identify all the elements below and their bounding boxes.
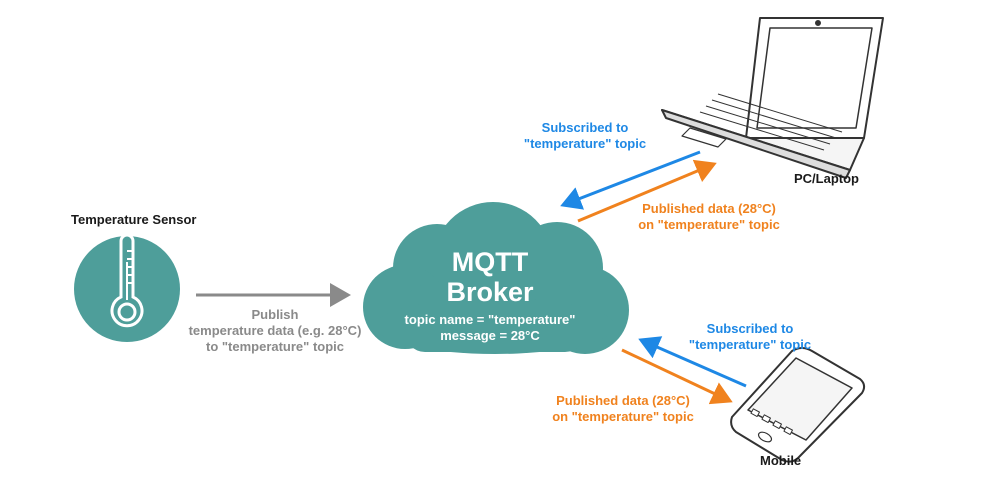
broker-info: topic name = "temperature" message = 28°… [395, 312, 585, 344]
laptop-published-line-2: on "temperature" topic [638, 217, 780, 232]
laptop-icon [661, 17, 884, 179]
broker-title: MQTT Broker [420, 247, 560, 307]
mobile-published-line-1: Published data (28°C) [556, 393, 690, 408]
thermometer-icon [74, 233, 180, 342]
arrow-broker-publish-mobile [621, 348, 733, 405]
laptop-subscribed-label: Subscribed to "temperature" topic [505, 120, 665, 152]
publish-sensor-line-2: temperature data (e.g. 28°C) [188, 323, 362, 338]
broker-info-line-1: topic name = "temperature" [404, 312, 576, 327]
laptop-published-line-1: Published data (28°C) [642, 201, 776, 216]
mobile-subscribed-line-2: "temperature" topic [688, 337, 812, 352]
mobile-published-label: Published data (28°C) on "temperature" t… [534, 393, 712, 425]
publish-sensor-line-1: Publish [251, 307, 299, 322]
arrow-broker-publish-laptop [577, 159, 717, 223]
arrow-laptop-subscribe [560, 150, 701, 210]
laptop-published-label: Published data (28°C) on "temperature" t… [620, 201, 798, 233]
laptop-subscribed-line-1: Subscribed to [541, 120, 629, 135]
mobile-subscribed-label: Subscribed to "temperature" topic [670, 321, 830, 353]
broker-info-line-2: message = 28°C [440, 328, 540, 343]
arrow-mobile-subscribe [638, 336, 747, 388]
mobile-subscribed-line-1: Subscribed to [706, 321, 794, 336]
broker-title-line-2: Broker [446, 277, 534, 307]
broker-cloud-icon [363, 202, 629, 354]
laptop-label: PC/Laptop [794, 171, 859, 186]
mobile-label: Mobile [760, 453, 802, 468]
mobile-published-line-2: on "temperature" topic [552, 409, 694, 424]
publish-sensor-line-3: to "temperature" topic [205, 339, 344, 354]
broker-title-line-1: MQTT [451, 247, 529, 277]
laptop-subscribed-line-2: "temperature" topic [523, 136, 647, 151]
publish-sensor-label: Publish temperature data (e.g. 28°C) to … [180, 307, 370, 355]
sensor-title: Temperature Sensor [71, 212, 197, 227]
mobile-phone-icon [730, 347, 866, 463]
